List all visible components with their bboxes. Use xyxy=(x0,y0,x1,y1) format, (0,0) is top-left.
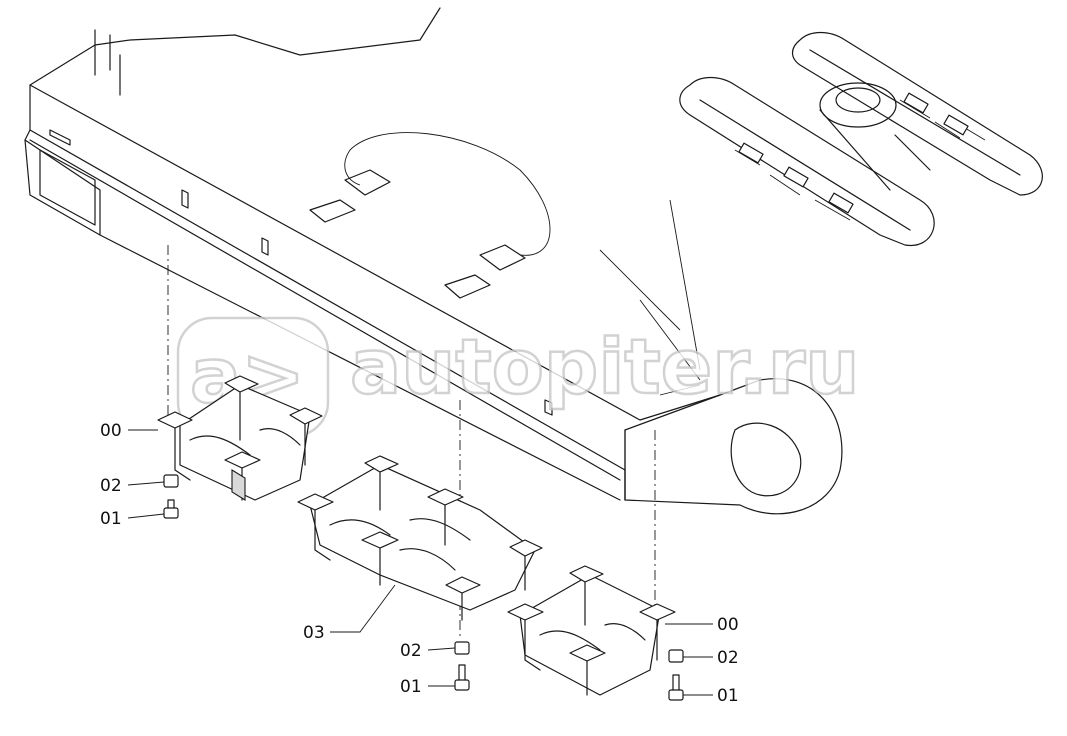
nut-mid xyxy=(454,641,470,655)
nut-right xyxy=(668,649,684,663)
bolt-left xyxy=(163,499,179,519)
guard-middle xyxy=(297,455,543,621)
callout-00-right: 00 xyxy=(717,615,739,635)
callout-02-left: 02 xyxy=(100,476,122,496)
callout-01-left: 01 xyxy=(100,509,122,529)
callout-labels: 00 02 01 03 02 01 00 02 01 xyxy=(100,421,739,706)
callout-01-right: 01 xyxy=(717,686,739,706)
callout-02-right: 02 xyxy=(717,648,739,668)
nut-left xyxy=(163,474,179,488)
callout-03: 03 xyxy=(303,623,325,643)
callout-02-mid: 02 xyxy=(400,641,422,661)
undercarriage-inset xyxy=(679,31,1043,246)
bolt-right xyxy=(668,674,684,701)
callout-01-mid: 01 xyxy=(400,677,422,697)
guard-left xyxy=(157,375,323,501)
watermark-text: autopiter.ru xyxy=(350,322,859,411)
bolt-mid xyxy=(454,664,470,691)
guard-right xyxy=(507,565,676,696)
callout-00-left: 00 xyxy=(100,421,122,441)
leader-lines xyxy=(127,429,713,696)
track-frame xyxy=(24,7,843,515)
